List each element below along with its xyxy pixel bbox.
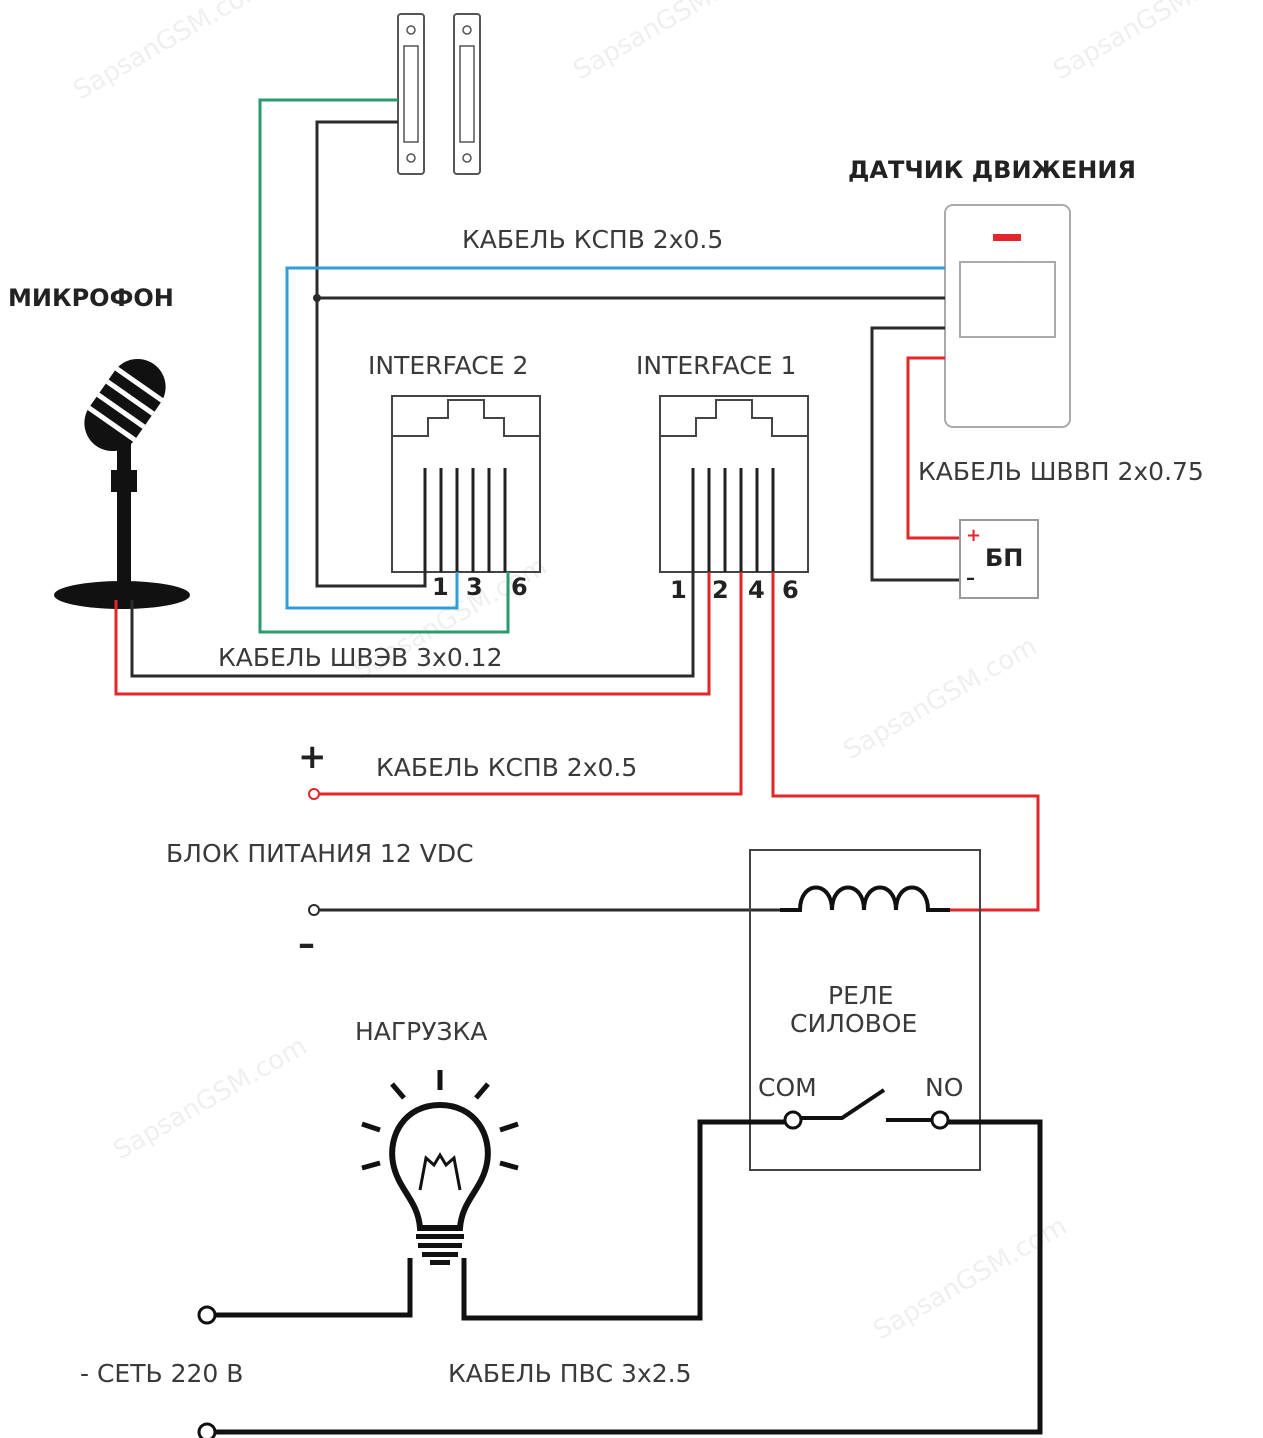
relay-label-line2: СИЛОВОЕ — [790, 1009, 917, 1038]
relay-no-label: NO — [925, 1073, 963, 1102]
interface-2-connector — [391, 395, 541, 573]
watermark-text: SapsanGSM.com — [569, 0, 773, 86]
relay-coil-icon — [780, 885, 950, 912]
watermark-text: SapsanGSM.com — [109, 1031, 313, 1166]
cable-kspv-bottom-label: КАБЕЛЬ КСПВ 2х0.5 — [376, 753, 637, 782]
relay-com-label: COM — [758, 1073, 817, 1102]
plus-sign: + — [298, 737, 327, 777]
watermark-text: SapsanGSM.com — [1049, 0, 1253, 86]
wires-microphone — [114, 572, 711, 696]
relay-box — [749, 849, 981, 1171]
psu-plus-sign: + — [966, 525, 981, 546]
motion-sensor-label: ДАТЧИК ДВИЖЕНИЯ — [848, 156, 1136, 184]
wires-interface-2 — [258, 98, 945, 634]
wires-mains — [197, 1119, 1043, 1438]
interface-2-pin-label: 1 — [432, 573, 449, 601]
cable-shvev-label: КАБЕЛЬ ШВЭВ 3х0.12 — [218, 643, 503, 672]
interface-1-pin-label: 1 — [670, 576, 687, 604]
wires-sensor-psu — [870, 326, 960, 582]
watermark-text: SapsanGSM.com — [839, 631, 1043, 766]
psu-label: БП — [985, 544, 1023, 572]
mains-label: - СЕТЬ 220 В — [80, 1359, 243, 1388]
door-contact-sensor — [397, 13, 481, 175]
interface-1-pin-label: 4 — [748, 576, 765, 604]
watermarks: SapsanGSM.com SapsanGSM.com SapsanGSM.co… — [69, 0, 1253, 1346]
microphone-icon — [54, 358, 190, 609]
cable-kspv-top-label: КАБЕЛЬ КСПВ 2х0.5 — [462, 225, 723, 254]
load-label: НАГРУЗКА — [355, 1017, 487, 1046]
watermark-text: SapsanGSM.com — [69, 0, 273, 106]
interface-1-label: INTERFACE 1 — [636, 351, 796, 380]
minus-sign: – — [298, 924, 315, 964]
interface-2-pin-label: 6 — [511, 573, 528, 601]
relay-label-line1: РЕЛЕ — [828, 981, 893, 1010]
interface-1-connector — [659, 395, 809, 573]
interface-2-label: INTERFACE 2 — [368, 351, 528, 380]
wires-interface-1-power — [308, 572, 1040, 916]
interface-1-pin-label: 6 — [782, 576, 799, 604]
interface-1-pin-label: 2 — [712, 576, 729, 604]
light-bulb-icon — [361, 1070, 519, 1265]
psu-box — [959, 519, 1039, 599]
relay-switch-icon — [801, 1088, 886, 1120]
interface-2-pin-label: 3 — [466, 573, 483, 601]
cable-shvvp-label: КАБЕЛЬ ШВВП 2х0.75 — [918, 457, 1204, 486]
sensor-led-icon — [993, 234, 1021, 241]
psu-12vdc-label: БЛОК ПИТАНИЯ 12 VDC — [166, 839, 474, 868]
psu-minus-sign: – — [966, 568, 975, 589]
motion-sensor — [944, 204, 1071, 428]
cable-pvs-label: КАБЕЛЬ ПВС 3х2.5 — [448, 1359, 692, 1388]
microphone-label: МИКРОФОН — [8, 284, 174, 312]
